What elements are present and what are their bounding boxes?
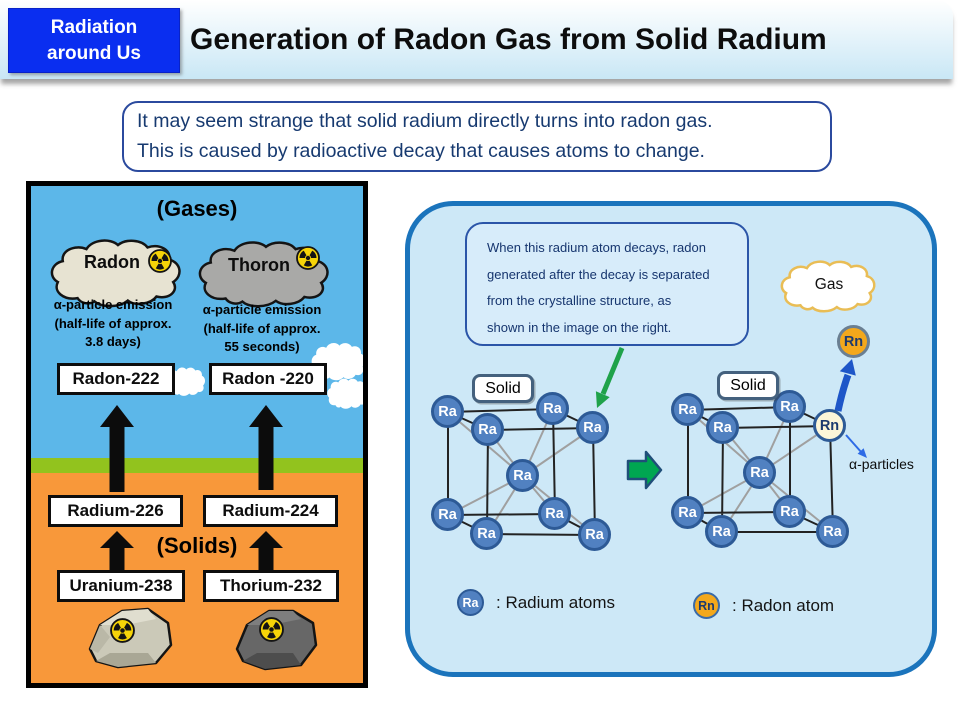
up-arrow-icon [100, 531, 134, 570]
callout-line-2: generated after the decay is separated [487, 266, 710, 282]
brand-box: Radiation around Us [8, 8, 180, 73]
up-arrow-icon [100, 405, 134, 492]
thoron-cloud-label: Thoron [228, 255, 290, 275]
ra-atom: Ra [578, 518, 611, 551]
callout-line-1: When this radium atom decays, radon [487, 240, 706, 255]
legend-rn-symbol: Rn [693, 592, 720, 619]
ra-atom: Ra [773, 495, 806, 528]
ra-atom: Ra [671, 393, 704, 426]
solids-heading: (Solids) [156, 533, 238, 558]
radon-220-box: Radon -220 [209, 363, 327, 395]
up-arrow-icon [249, 405, 283, 490]
callout-box: When this radium atom decays, radon gene… [465, 222, 749, 346]
thorium-232-box: Thorium-232 [203, 570, 339, 602]
radium-224-box: Radium-224 [203, 495, 338, 527]
ra-atom: Ra [431, 395, 464, 428]
ra-atom: Ra [431, 498, 464, 531]
ra-atom: Ra [706, 411, 739, 444]
ra-atom: Ra [506, 459, 539, 492]
intro-line-2: This is caused by radioactive decay that… [137, 140, 705, 162]
legend-ra-label: : Radium atoms [496, 593, 616, 612]
ra-atom: Ra [471, 413, 504, 446]
ra-atom: Ra [671, 496, 704, 529]
callout-line-3: from the crystalline structure, as [487, 293, 672, 308]
gas-cloud-label: Gas [814, 276, 844, 293]
radon-222-box: Radon-222 [57, 363, 175, 395]
ra-atom: Ra [816, 515, 849, 548]
legend-rn-label: : Radon atom [732, 596, 835, 615]
gases-heading: (Gases) [156, 196, 238, 221]
decay-transition-arrow-icon [626, 450, 663, 490]
alpha-emission-arrow-icon [845, 434, 867, 458]
radon-emission-note: α-particle emission (half-life of approx… [53, 297, 173, 349]
callout-line-4: shown in the image on the right. [487, 319, 672, 335]
alpha-particles-label: α-particles [849, 456, 914, 472]
ra-atom: Ra [576, 411, 609, 444]
decay-chain-panel: (Gases) Radon Thoron α-particle emission… [26, 181, 368, 688]
lattice-panel: When this radium atom decays, radon gene… [405, 201, 937, 677]
uranium-238-box: Uranium-238 [57, 570, 185, 602]
ra-atom: Ra [705, 515, 738, 548]
uranium-rock [88, 607, 173, 669]
ra-atom: Ra [538, 497, 571, 530]
green-pointer-icon [595, 347, 625, 408]
brand-line-1: Radiation [50, 16, 138, 38]
up-arrow-icon [249, 531, 283, 570]
radium-226-box: Radium-226 [48, 495, 183, 527]
solid-tag-right: Solid [717, 371, 779, 400]
sky-background [26, 181, 368, 458]
solid-tag-left: Solid [472, 374, 534, 403]
ra-atom: Ra [773, 390, 806, 423]
thoron-emission-note: α-particle emission (half-life of approx… [202, 302, 322, 354]
thorium-rock [235, 609, 318, 671]
radon-gas-atom: Rn [837, 325, 870, 358]
rn-atom: Rn [813, 409, 846, 442]
page-title: Generation of Radon Gas from Solid Radiu… [190, 23, 827, 56]
intro-box: It may seem strange that solid radium di… [122, 101, 832, 172]
brand-line-2: around Us [47, 42, 141, 64]
ra-atom: Ra [743, 456, 776, 489]
legend-ra-symbol: Ra [457, 589, 484, 616]
intro-line-1: It may seem strange that solid radium di… [137, 110, 713, 132]
ra-atom: Ra [536, 392, 569, 425]
decay-arrows-layer [100, 405, 283, 570]
panel-frame [26, 181, 368, 688]
radon-escape-arrow-icon [834, 359, 856, 412]
ra-atom: Ra [470, 517, 503, 550]
radon-cloud-label: Radon [84, 252, 140, 272]
